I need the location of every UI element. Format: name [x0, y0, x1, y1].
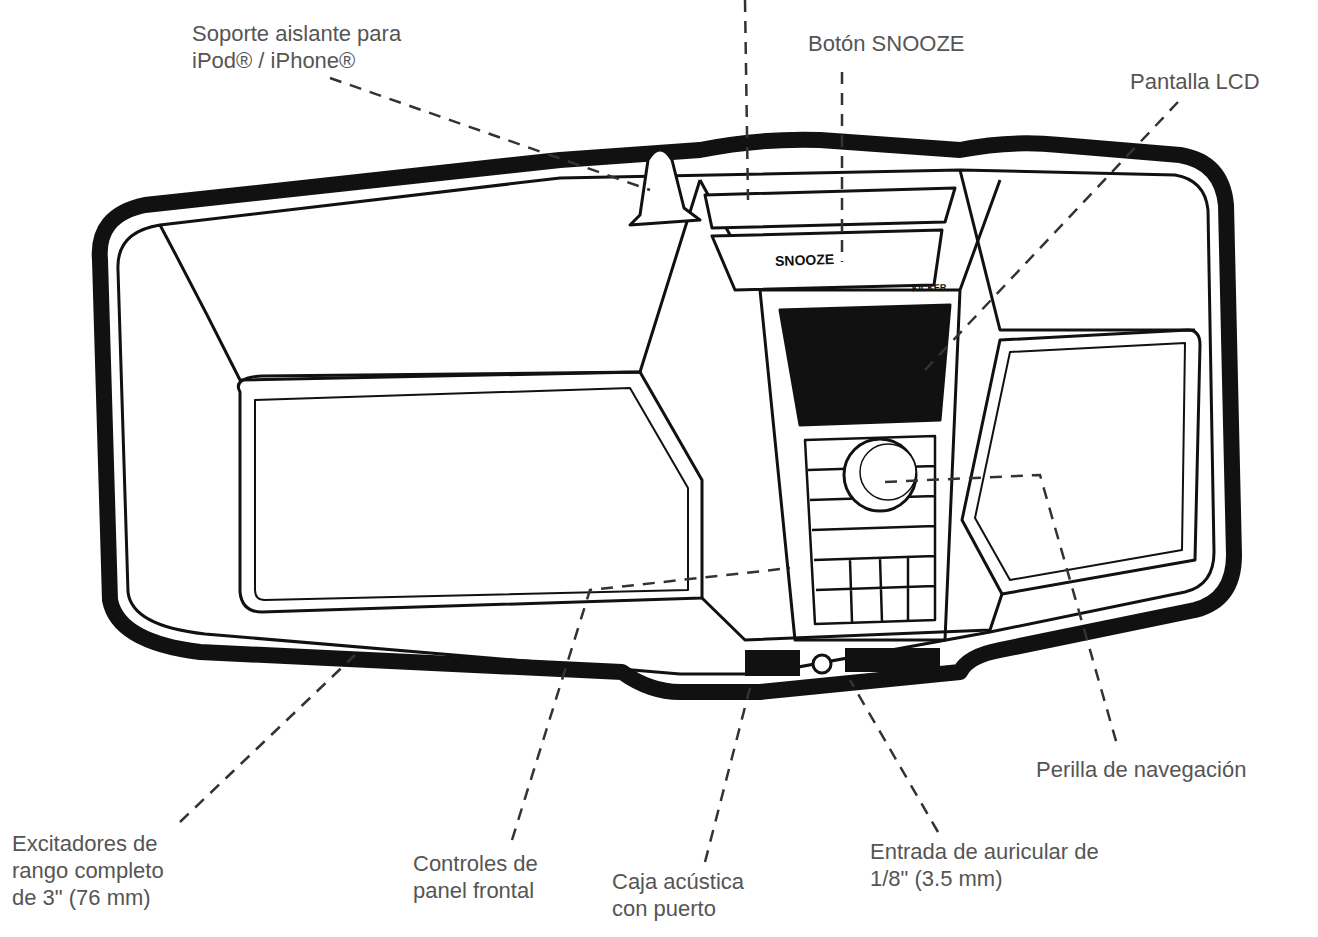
callout-label: Botón SNOOZE [808, 30, 1008, 57]
lcd-screen [780, 305, 950, 425]
dock-top [705, 188, 955, 228]
bass-port-left [745, 650, 800, 676]
navigation-knob-face [860, 444, 916, 500]
bass-port-right [845, 648, 940, 672]
center-panel [700, 180, 1000, 640]
left-speaker-grille [238, 372, 702, 612]
right-speaker-grille-inner [975, 343, 1185, 580]
inner-outline [118, 170, 1214, 674]
navigation-knob [844, 439, 916, 511]
callout-label: Soporte aislante para iPod® / iPhone® [192, 20, 452, 74]
snooze-button [712, 230, 942, 290]
left-top-surface [160, 180, 700, 380]
leader-line [850, 680, 938, 832]
callout-label: Caja acústica con puerto [612, 868, 762, 922]
callout-label: Excitadores de rango completo de 3" (76 … [12, 830, 187, 911]
leader-line [745, 0, 748, 200]
callout-label: Perilla de navegación [1036, 756, 1306, 783]
left-speaker-grille-inner [255, 388, 688, 600]
brand-logo: KICKER [912, 282, 947, 293]
leader-line [512, 568, 790, 840]
right-speaker-grille [962, 330, 1200, 594]
leader-line [925, 102, 1178, 370]
leader-line [841, 72, 844, 262]
callout-label: Entrada de auricular de 1/8" (3.5 mm) [870, 838, 1125, 892]
callout-label: Controles de panel frontal [413, 850, 563, 904]
boombox-body [100, 140, 1234, 692]
outer-outline [100, 140, 1234, 692]
front-controls [805, 436, 935, 624]
leader-line [180, 655, 355, 822]
device-text: SNOOZE [775, 251, 835, 269]
leader-lines [180, 0, 1178, 862]
leader-line [330, 78, 650, 190]
headphone-jack [813, 655, 831, 673]
ipod-support [630, 150, 700, 225]
leader-line [705, 680, 752, 862]
callout-label: Pantalla LCD [1130, 68, 1310, 95]
leader-line [885, 475, 1118, 748]
